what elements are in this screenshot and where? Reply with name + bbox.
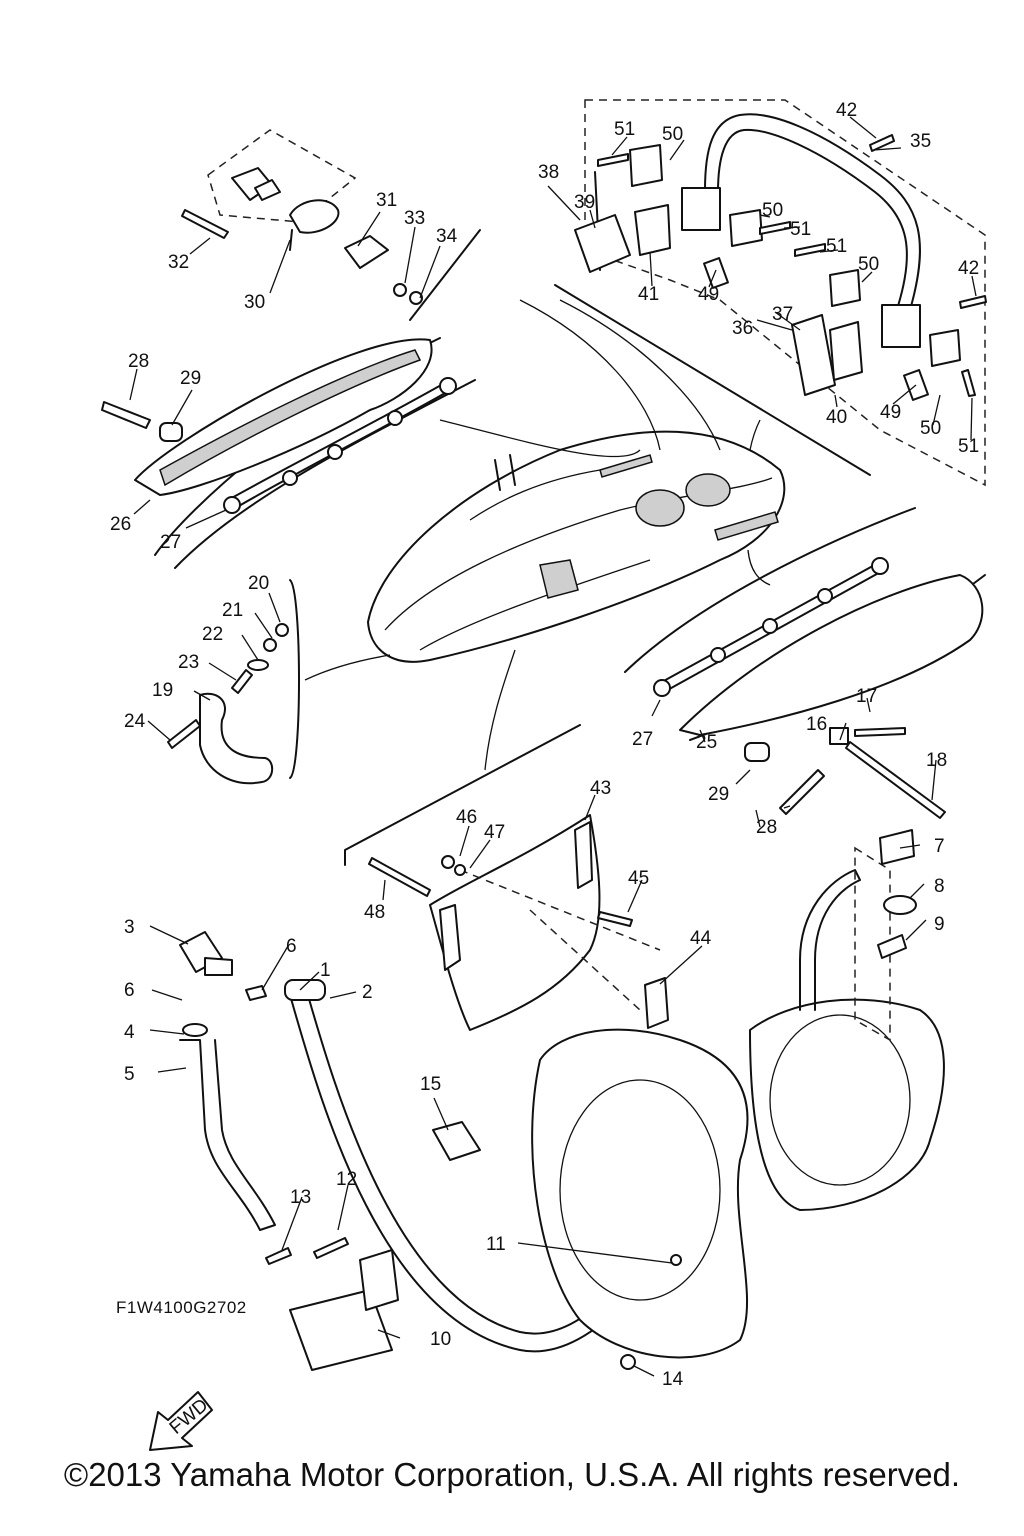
handle-assembly xyxy=(167,579,300,785)
callout-16: 16 xyxy=(806,714,827,735)
callout-26: 26 xyxy=(110,514,131,535)
callout-42a: 42 xyxy=(836,100,857,121)
callout-33: 33 xyxy=(404,208,425,229)
callout-23: 23 xyxy=(178,652,199,673)
callout-4: 4 xyxy=(124,1022,135,1043)
callout-19: 19 xyxy=(152,680,173,701)
callout-14: 14 xyxy=(662,1369,684,1390)
callout-49a: 49 xyxy=(698,284,719,305)
callout-50c: 50 xyxy=(858,254,879,275)
callout-32: 32 xyxy=(168,252,189,273)
center-cover-assembly xyxy=(344,724,669,1031)
left-rail-assembly xyxy=(101,337,476,569)
callout-21: 21 xyxy=(222,600,243,621)
callout-20: 20 xyxy=(248,573,269,594)
callout-50a: 50 xyxy=(662,124,683,145)
callout-6b: 6 xyxy=(124,980,135,1001)
callout-24: 24 xyxy=(124,711,146,732)
callout-3: 3 xyxy=(124,917,135,938)
callout-29b: 29 xyxy=(708,784,729,805)
copyright-notice: ©2013 Yamaha Motor Corporation, U.S.A. A… xyxy=(63,1456,961,1493)
right-rail-assembly xyxy=(624,507,986,819)
callout-51b: 51 xyxy=(790,219,811,240)
callout-1: 1 xyxy=(320,960,331,981)
callout-35: 35 xyxy=(910,131,931,152)
jet-pump-housing xyxy=(531,829,945,1370)
callout-51d: 51 xyxy=(958,436,979,457)
callout-43: 43 xyxy=(590,778,611,799)
callout-37: 37 xyxy=(772,304,793,325)
callout-10: 10 xyxy=(430,1329,451,1350)
callout-48: 48 xyxy=(364,902,385,923)
callout-28b: 28 xyxy=(756,817,777,838)
callout-27a: 27 xyxy=(160,532,181,553)
callout-7: 7 xyxy=(934,836,945,857)
callout-39: 39 xyxy=(574,192,595,213)
callout-6a: 6 xyxy=(286,936,297,957)
callout-8: 8 xyxy=(934,876,945,897)
callout-15: 15 xyxy=(420,1074,441,1095)
leader-lines xyxy=(129,116,977,1377)
callout-51a: 51 xyxy=(614,119,635,140)
callout-12: 12 xyxy=(336,1169,357,1190)
grab-bar-assembly xyxy=(554,99,987,487)
callout-34: 34 xyxy=(436,226,458,247)
callout-18: 18 xyxy=(926,750,947,771)
callout-51c: 51 xyxy=(826,236,847,257)
callout-5: 5 xyxy=(124,1064,135,1085)
callout-41: 41 xyxy=(638,284,659,305)
fwd-arrow-icon: FWD xyxy=(149,1391,213,1451)
callout-44: 44 xyxy=(690,928,712,949)
callout-45: 45 xyxy=(628,868,649,889)
callout-40: 40 xyxy=(826,407,847,428)
callout-42b: 42 xyxy=(958,258,979,279)
callout-labels: 1 2 3 4 5 6 6 7 8 9 10 11 12 13 14 15 16… xyxy=(110,100,979,1390)
callout-2: 2 xyxy=(362,982,373,1003)
callout-46: 46 xyxy=(456,807,477,828)
callout-17: 17 xyxy=(856,686,877,707)
callout-30: 30 xyxy=(244,292,265,313)
callout-47: 47 xyxy=(484,822,505,843)
callout-50b: 50 xyxy=(762,200,783,221)
callout-31: 31 xyxy=(376,190,397,211)
callout-28a: 28 xyxy=(128,351,149,372)
callout-13: 13 xyxy=(290,1187,311,1208)
callout-50d: 50 xyxy=(920,418,941,439)
callout-49b: 49 xyxy=(880,402,901,423)
hose-assembly xyxy=(179,931,626,1371)
callout-25: 25 xyxy=(696,732,717,753)
callout-11: 11 xyxy=(486,1234,506,1255)
callout-36: 36 xyxy=(732,318,753,339)
callout-29a: 29 xyxy=(180,368,201,389)
callout-27b: 27 xyxy=(632,729,653,750)
callout-22: 22 xyxy=(202,624,223,645)
callout-9: 9 xyxy=(934,914,945,935)
callout-38: 38 xyxy=(538,162,559,183)
reference-code: F1W4100G2702 xyxy=(116,1298,247,1317)
lock-assembly xyxy=(181,129,481,321)
watercraft-body xyxy=(304,299,786,771)
